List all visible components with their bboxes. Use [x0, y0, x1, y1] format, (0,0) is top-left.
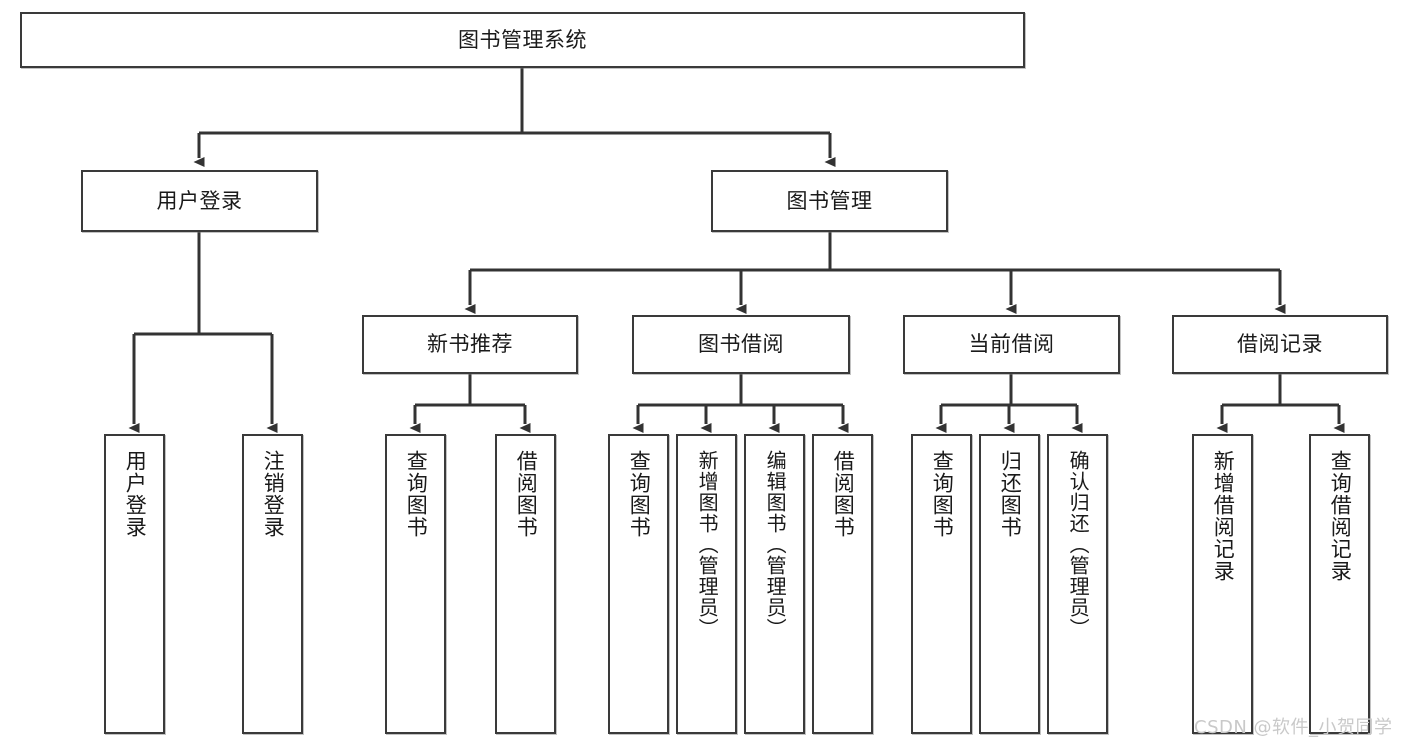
node-new-book-recommend[interactable]: 新书推荐 [362, 315, 578, 374]
node-leaf-edit-book-label: 编辑图书（管理员） [763, 450, 788, 639]
node-leaf-add-record[interactable]: 新增借阅记录 [1192, 434, 1253, 734]
node-root[interactable]: 图书管理系统 [20, 12, 1025, 68]
node-book-manage-label: 图书管理 [786, 188, 873, 213]
node-leaf-add-book-label: 新增图书（管理员） [695, 450, 720, 639]
node-user-login-label: 用户登录 [156, 188, 243, 213]
node-leaf-query-record-label: 查询借阅记录 [1328, 450, 1353, 582]
node-book-manage[interactable]: 图书管理 [711, 170, 948, 232]
node-new-book-recommend-label: 新书推荐 [427, 332, 513, 356]
node-leaf-borrow-book-1-label: 借阅图书 [514, 450, 539, 538]
node-current-borrow-label: 当前借阅 [968, 332, 1055, 356]
node-leaf-logout-login[interactable]: 注销登录 [242, 434, 303, 734]
node-borrow-record[interactable]: 借阅记录 [1172, 315, 1388, 374]
node-leaf-borrow-book-2[interactable]: 借阅图书 [812, 434, 873, 734]
node-leaf-return-book[interactable]: 归还图书 [979, 434, 1040, 734]
node-leaf-user-login-label: 用户登录 [123, 450, 148, 538]
node-leaf-query-book-2[interactable]: 查询图书 [608, 434, 669, 734]
node-leaf-confirm-return-label: 确认归还（管理员） [1066, 450, 1091, 639]
node-leaf-user-login[interactable]: 用户登录 [104, 434, 165, 734]
node-leaf-logout-login-label: 注销登录 [261, 450, 286, 538]
node-leaf-query-book-3-label: 查询图书 [930, 450, 955, 538]
node-book-borrow-label: 图书借阅 [698, 332, 784, 356]
node-leaf-add-record-label: 新增借阅记录 [1211, 450, 1236, 582]
node-current-borrow[interactable]: 当前借阅 [903, 315, 1120, 374]
node-leaf-query-book-1-label: 查询图书 [404, 450, 429, 538]
node-leaf-borrow-book-1[interactable]: 借阅图书 [495, 434, 556, 734]
node-leaf-confirm-return[interactable]: 确认归还（管理员） [1047, 434, 1108, 734]
node-leaf-add-book[interactable]: 新增图书（管理员） [676, 434, 737, 734]
node-leaf-return-book-label: 归还图书 [998, 450, 1023, 538]
node-leaf-edit-book[interactable]: 编辑图书（管理员） [744, 434, 805, 734]
node-book-borrow[interactable]: 图书借阅 [632, 315, 850, 374]
node-leaf-borrow-book-2-label: 借阅图书 [831, 450, 856, 538]
node-leaf-query-book-3[interactable]: 查询图书 [911, 434, 972, 734]
node-leaf-query-book-2-label: 查询图书 [627, 450, 652, 538]
node-root-label: 图书管理系统 [458, 27, 587, 52]
node-leaf-query-record[interactable]: 查询借阅记录 [1309, 434, 1370, 734]
node-user-login[interactable]: 用户登录 [81, 170, 318, 232]
csdn-watermark: CSDN @软件_小贺同学 [1194, 717, 1393, 738]
node-leaf-query-book-1[interactable]: 查询图书 [385, 434, 446, 734]
node-borrow-record-label: 借阅记录 [1237, 332, 1323, 356]
